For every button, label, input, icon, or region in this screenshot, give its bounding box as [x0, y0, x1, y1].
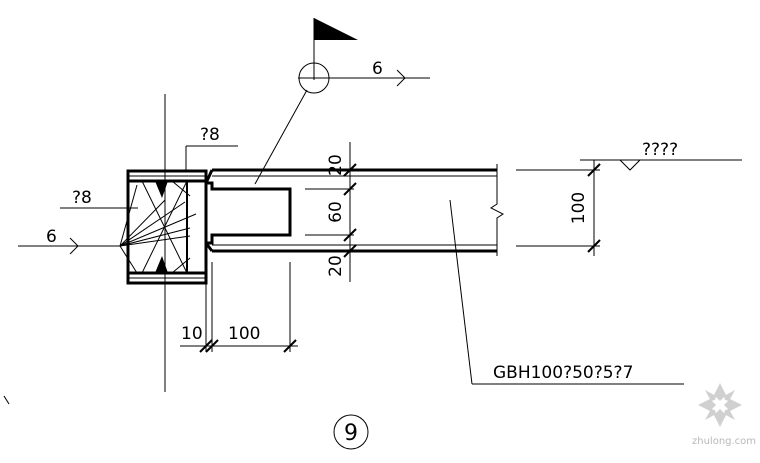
detail-number: 9	[344, 421, 358, 446]
member-spec-label: GBH100?50?5?7	[493, 363, 633, 383]
elevation-label: ????	[642, 140, 678, 160]
dim-100-right: 100	[569, 192, 589, 224]
weld-label-left: ?8	[72, 188, 92, 208]
dim-20-top: 20	[326, 154, 346, 176]
section-label-top: 6	[372, 59, 383, 79]
inner-stub	[206, 181, 292, 245]
detail-number-circle	[333, 414, 369, 450]
watermark-text: zhulong.com	[692, 436, 756, 447]
dim-100-bottom: 100	[228, 324, 260, 344]
dim-10: 10	[181, 324, 203, 344]
section-label-left: 6	[46, 227, 57, 247]
break-line	[490, 164, 504, 256]
end-box	[126, 169, 208, 285]
dim-60: 60	[326, 201, 346, 223]
dim-20-bottom: 20	[326, 255, 346, 277]
zhulong-logo-icon	[698, 383, 742, 427]
elevation-triangle	[619, 159, 641, 171]
weld-fan-lines	[119, 184, 197, 274]
weld-label-top: ?8	[200, 125, 220, 145]
flag-icon	[313, 18, 358, 80]
